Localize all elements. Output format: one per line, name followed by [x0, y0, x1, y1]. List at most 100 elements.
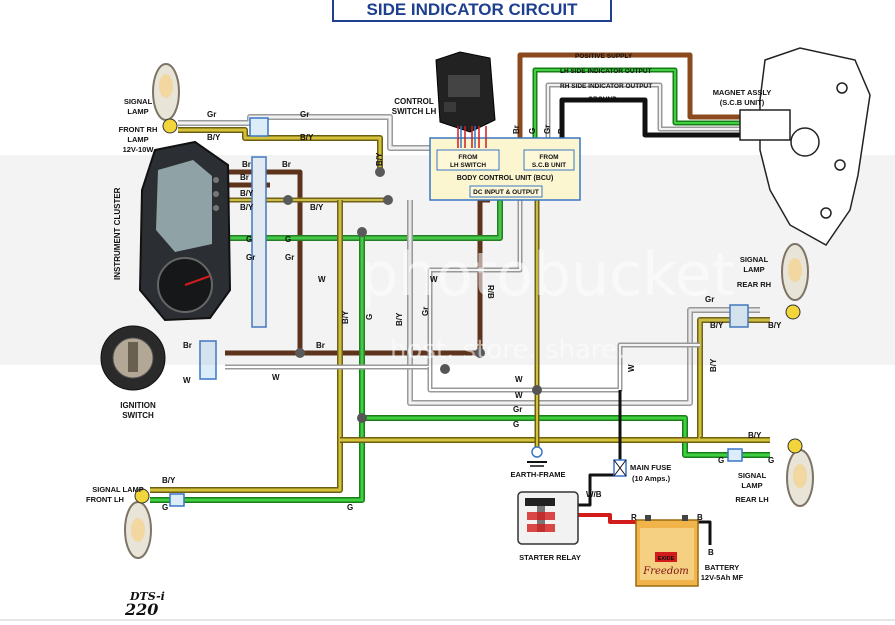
control-switch-lh — [435, 51, 496, 148]
svg-text:Br: Br — [183, 341, 192, 350]
svg-text:Br: Br — [240, 173, 249, 182]
battery-label-2: 12V-5Ah MF — [701, 573, 744, 582]
bcu-from-scb-2: S.C.B UNIT — [532, 162, 566, 169]
fuse-label-2: (10 Amps.) — [632, 474, 671, 483]
earth-frame-symbol — [527, 446, 547, 467]
svg-text:R: R — [631, 513, 637, 522]
svg-text:B/Y: B/Y — [748, 431, 762, 440]
signal-lamp-rear-lh — [786, 438, 814, 507]
front-rh-label-3: FRONT RH — [119, 125, 158, 134]
front-rh-label-1: SIGNAL — [124, 97, 153, 106]
harness-front — [251, 156, 267, 328]
svg-text:G: G — [768, 456, 774, 465]
battery-model: Freedom — [642, 566, 688, 577]
connector-ignition — [199, 340, 217, 380]
ignition-switch — [100, 325, 166, 391]
svg-text:W: W — [183, 376, 191, 385]
magnet-label-2: (S.C.B UNIT) — [720, 98, 765, 107]
svg-text:220: 220 — [124, 600, 158, 619]
svg-text:B/Y: B/Y — [710, 321, 724, 330]
pulsar-logo: pulsar DTS-i 220 — [124, 590, 165, 619]
signal-lamp-front-lh — [124, 488, 152, 559]
wire-labels: Gr Gr B/Y B/Y Br Br Br B/Y B/Y B/Y G G G… — [162, 110, 782, 557]
svg-text:W: W — [515, 391, 523, 400]
scb-positive-label: POSITIVE SUPPLY — [575, 53, 633, 60]
control-switch-label-1: CONTROL — [394, 97, 434, 106]
ignition-label-1: IGNITION — [120, 401, 156, 410]
svg-text:B/Y: B/Y — [341, 310, 350, 324]
svg-text:G: G — [718, 456, 724, 465]
svg-text:Gr: Gr — [513, 405, 522, 414]
svg-text:W/B: W/B — [586, 490, 602, 499]
svg-text:G: G — [285, 235, 291, 244]
battery-label-1: BATTERY — [705, 563, 740, 572]
fuse-label-1: MAIN FUSE — [630, 463, 671, 472]
svg-text:G: G — [347, 503, 353, 512]
rear-lh-label-2: LAMP — [741, 481, 762, 490]
battery-brand: EXIDE — [658, 556, 675, 562]
svg-text:B/Y: B/Y — [310, 203, 324, 212]
rear-rh-label-3: REAR RH — [737, 280, 771, 289]
svg-text:W: W — [318, 275, 326, 284]
svg-text:Br: Br — [512, 125, 521, 134]
svg-text:Gr: Gr — [705, 295, 714, 304]
svg-text:Gr: Gr — [246, 253, 255, 262]
signal-lamp-front-rh — [152, 63, 180, 134]
svg-text:G: G — [513, 420, 519, 429]
bcu-name: BODY CONTROL UNIT (BCU) — [457, 175, 554, 182]
scb-rh-output-label: RH SIDE INDICATOR OUTPUT — [560, 83, 652, 90]
bcu-dc: DC INPUT & OUTPUT — [473, 189, 539, 196]
svg-text:W: W — [627, 364, 636, 372]
main-fuse — [613, 459, 627, 477]
svg-text:B/Y: B/Y — [395, 312, 404, 326]
front-rh-label-5: 12V-10W — [123, 145, 155, 154]
svg-text:Gr: Gr — [543, 125, 552, 134]
front-rh-label-2: LAMP — [127, 107, 148, 116]
bcu-from-lh-1: FROM — [458, 154, 477, 161]
ignition-label-2: SWITCH — [122, 411, 154, 420]
wires — [150, 52, 770, 545]
svg-text:B: B — [697, 513, 703, 522]
bcu-from-lh-2: LH SWITCH — [450, 162, 486, 169]
wire-scb-black — [559, 97, 760, 150]
svg-text:Gr: Gr — [421, 307, 430, 316]
rear-lh-label-1: SIGNAL — [738, 471, 767, 480]
signal-lamp-rear-rh — [781, 243, 809, 320]
svg-text:B/Y: B/Y — [240, 203, 254, 212]
svg-text:B/Y: B/Y — [768, 321, 782, 330]
rear-lh-label-3: REAR LH — [735, 495, 768, 504]
scb-ground-label: GROUND — [588, 96, 617, 103]
svg-text:R/B: R/B — [486, 285, 495, 299]
front-lh-label-2: FRONT LH — [86, 495, 124, 504]
svg-text:DTS-i: DTS-i — [129, 590, 165, 603]
body-control-unit: FROM LH SWITCH FROM S.C.B UNIT BODY CONT… — [429, 137, 581, 201]
svg-text:B/Y: B/Y — [207, 133, 221, 142]
svg-text:Br: Br — [316, 341, 325, 350]
svg-text:G: G — [246, 235, 252, 244]
instrument-cluster-label: INSTRUMENT CLUSTER — [113, 187, 122, 280]
svg-text:B/Y: B/Y — [300, 133, 314, 142]
svg-text:Gr: Gr — [300, 110, 309, 119]
magnet-assembly — [739, 47, 871, 246]
svg-text:B/Y: B/Y — [162, 476, 176, 485]
svg-text:B: B — [557, 128, 566, 134]
earth-label: EARTH-FRAME — [511, 470, 566, 479]
wire-fuse — [560, 390, 622, 507]
watermark-subtext: host. store. share. — [390, 335, 625, 365]
svg-text:Br: Br — [282, 160, 291, 169]
control-switch-label-2: SWITCH LH — [392, 107, 437, 116]
title-box — [332, 0, 612, 22]
junctions — [283, 167, 542, 423]
svg-text:B/Y: B/Y — [709, 358, 718, 372]
scb-lh-output-label: LH SIDE INDICATOR OUTPUT — [560, 68, 652, 75]
connector-front-rh — [249, 117, 269, 137]
bcu-from-scb-1: FROM — [539, 154, 558, 161]
starter-relay-label: STARTER RELAY — [519, 553, 581, 562]
svg-text:G: G — [365, 314, 374, 320]
front-lh-label-1: SIGNAL LAMP — [92, 485, 144, 494]
connector-rear-rh — [729, 304, 749, 328]
svg-text:B: B — [708, 548, 714, 557]
svg-text:G: G — [528, 128, 537, 134]
diagram-title: SIDE INDICATOR CIRCUIT — [367, 0, 579, 19]
